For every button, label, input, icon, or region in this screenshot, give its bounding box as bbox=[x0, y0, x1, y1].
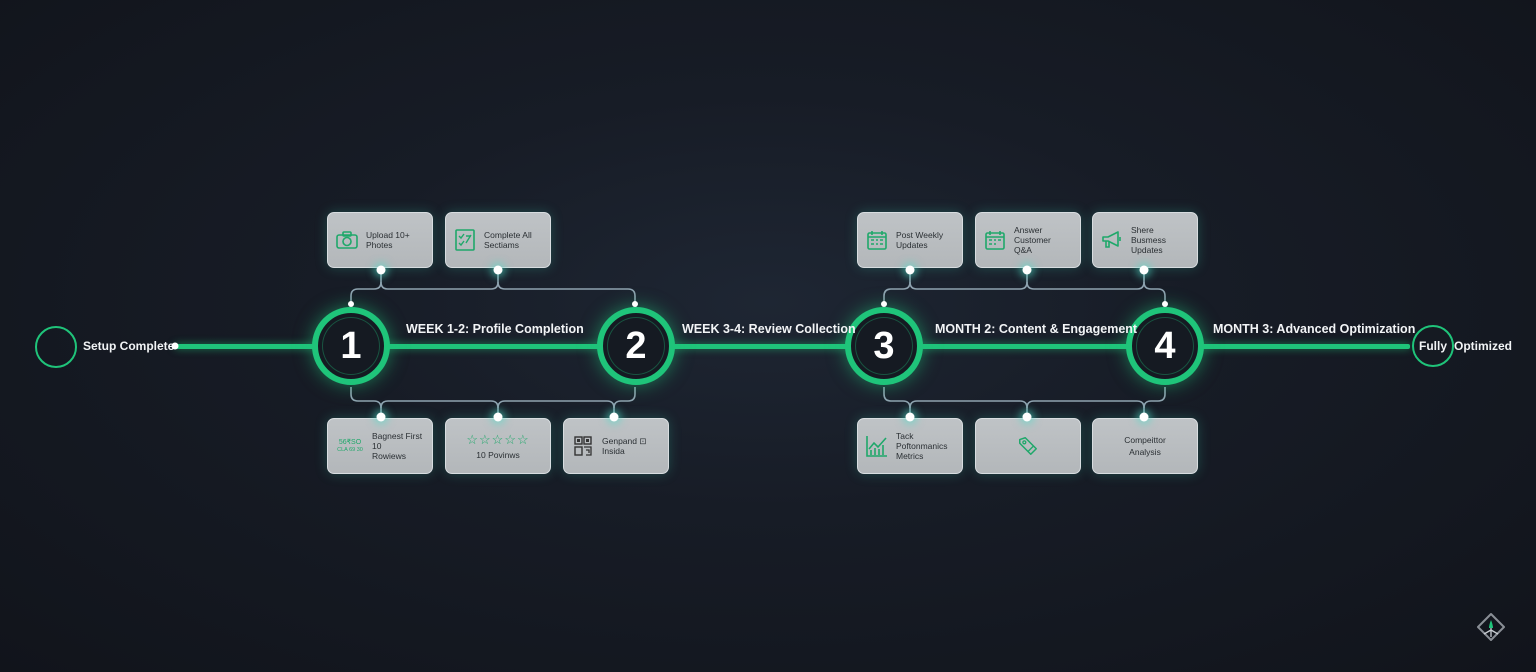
milestone-3: 3 bbox=[845, 307, 923, 385]
milestone-dot bbox=[632, 301, 638, 307]
connector-dot bbox=[376, 412, 386, 422]
milestone-2: 2 bbox=[597, 307, 675, 385]
logo-icon bbox=[1476, 612, 1506, 647]
calendar-icon bbox=[866, 229, 888, 251]
checklist-icon bbox=[454, 229, 476, 251]
end-label-fully: Fully bbox=[1419, 339, 1448, 353]
connector-dot bbox=[1139, 265, 1149, 275]
connector-dot bbox=[1022, 412, 1032, 422]
task-card-10-reviews: ☆☆☆☆☆ 10 Povinws bbox=[445, 418, 551, 474]
connector-dot bbox=[609, 412, 619, 422]
end-node bbox=[1412, 325, 1454, 367]
phase-label-2: WEEK 3-4: Review Collection bbox=[682, 322, 856, 336]
connector-dot bbox=[493, 265, 503, 275]
task-card-qr-code: Genpand ⊡ Insida bbox=[563, 418, 669, 474]
qr-text-icon: 56₹SO CLA 69 30 bbox=[337, 438, 363, 453]
phase-label-4: MONTH 3: Advanced Optimization bbox=[1213, 322, 1416, 336]
task-card-upload-photos: Upload 10+Photes bbox=[327, 212, 433, 268]
timeline-line bbox=[175, 344, 1410, 349]
camera-icon bbox=[336, 229, 358, 251]
megaphone-icon bbox=[1101, 229, 1123, 251]
start-node bbox=[35, 326, 77, 368]
phase-label-3: MONTH 2: Content & Engagement bbox=[935, 322, 1138, 336]
connector-dot bbox=[1022, 265, 1032, 275]
connector-dot bbox=[376, 265, 386, 275]
milestone-4: 4 bbox=[1126, 307, 1204, 385]
tag-icon bbox=[1017, 435, 1039, 457]
milestone-dot bbox=[881, 301, 887, 307]
connector-dot bbox=[1139, 412, 1149, 422]
task-card-tag bbox=[975, 418, 1081, 474]
milestone-dot bbox=[1162, 301, 1168, 307]
start-dot bbox=[171, 342, 179, 350]
chart-icon bbox=[866, 435, 888, 457]
connector-dot bbox=[905, 265, 915, 275]
milestone-1: 1 bbox=[312, 307, 390, 385]
phase-label-1: WEEK 1-2: Profile Completion bbox=[406, 322, 584, 336]
task-card-competitor-analysis: Compeittor Analysis bbox=[1092, 418, 1198, 474]
calendar-icon bbox=[984, 229, 1006, 251]
connector-dot bbox=[493, 412, 503, 422]
milestone-dot bbox=[348, 301, 354, 307]
qr-code-icon bbox=[572, 435, 594, 457]
stars-icon: ☆☆☆☆☆ bbox=[466, 431, 530, 447]
end-label-optimized: Optimized bbox=[1454, 339, 1513, 353]
start-label: Setup Complete bbox=[83, 339, 175, 353]
connector-dot bbox=[905, 412, 915, 422]
